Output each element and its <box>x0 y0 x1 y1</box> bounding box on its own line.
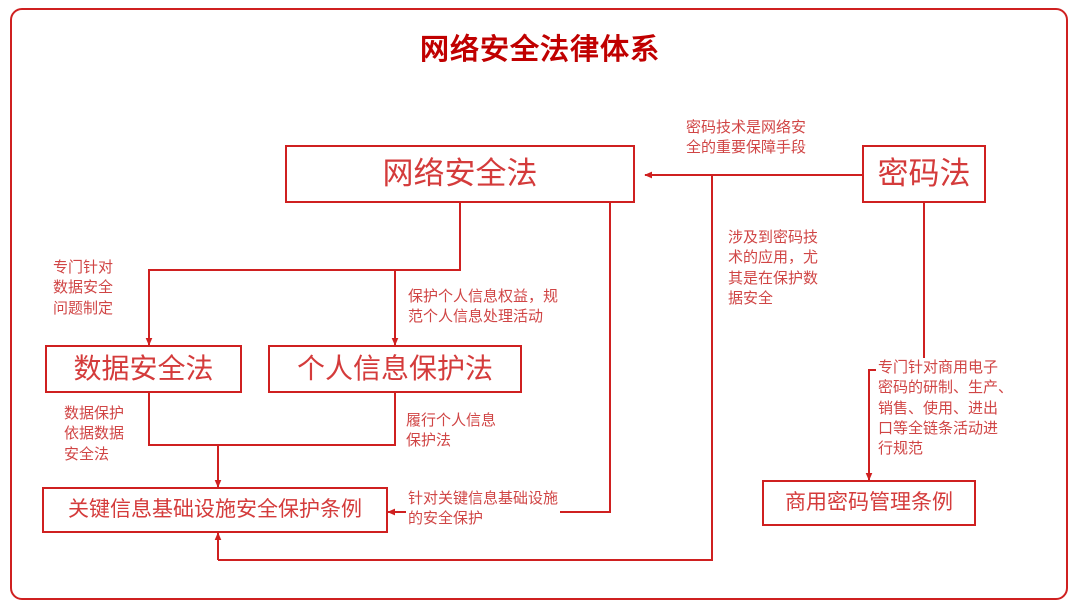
edge-bottom-loop <box>218 175 713 561</box>
label-pipl-to-cii: 履行个人信息 保护法 <box>404 411 499 452</box>
label-crypto-to-commercial: 专门针对商用电子 密码的研制、生产、 销售、使用、进出 口等全链条活动进 行规范 <box>876 358 1016 460</box>
edge-data-to-cii <box>148 393 222 488</box>
node-cryptography-law[interactable]: 密码法 <box>862 145 986 203</box>
label-cyber-to-pipl: 保护个人信息权益，规 范个人信息处理活动 <box>406 287 561 328</box>
node-cybersecurity-law[interactable]: 网络安全法 <box>285 145 635 203</box>
node-commercial-crypto-regulation[interactable]: 商用密码管理条例 <box>762 480 976 526</box>
outer-frame <box>10 8 1068 600</box>
edge-cyber-to-data <box>145 203 461 346</box>
edge-pipl-to-cii <box>218 393 396 446</box>
label-cyber-to-data: 专门针对 数据安全 问题制定 <box>51 258 116 319</box>
label-crypto-to-cyber: 密码技术是网络安 全的重要保障手段 <box>684 118 809 159</box>
node-cii-security-regulation[interactable]: 关键信息基础设施安全保护条例 <box>42 487 388 533</box>
page-title: 网络安全法律体系 <box>419 34 660 66</box>
label-cyber-to-cii: 针对关键信息基础设施 的安全保护 <box>406 489 561 530</box>
label-data-to-cii: 数据保护 依据数据 安全法 <box>62 404 127 465</box>
node-data-security-law[interactable]: 数据安全法 <box>45 345 242 393</box>
node-personal-info-protection-law[interactable]: 个人信息保护法 <box>268 345 522 393</box>
label-crypto-to-data: 涉及到密码技 术的应用，尤 其是在保护数 据安全 <box>726 228 821 309</box>
